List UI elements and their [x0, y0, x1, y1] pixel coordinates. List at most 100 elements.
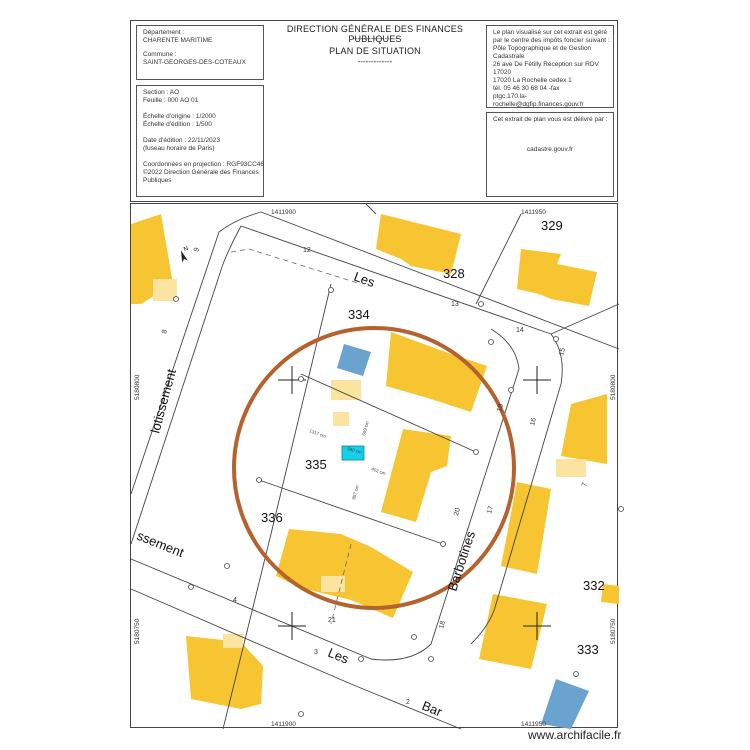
feuille-text: Feuille : 000 AO 01: [143, 97, 199, 104]
service-line-10: rochelle@dgfip.finances.gouv.fr: [493, 101, 584, 108]
north-label: N: [183, 246, 189, 253]
address-number: 15: [558, 347, 567, 356]
title-dashes-2: -------------: [357, 57, 393, 66]
building: [479, 594, 547, 669]
grid-label-right-top: 5180800: [610, 374, 617, 400]
address-number: 3: [314, 649, 318, 656]
echelle-origine-text: Échelle d'origine : 1/2000: [143, 113, 216, 120]
departement-value: CHARENTE MARITIME: [143, 37, 213, 44]
service-line-7: 17020 La Rochelle cedex 1: [493, 77, 572, 84]
departement-label: Département :: [143, 29, 185, 36]
address-number: 7: [581, 482, 589, 488]
grid-label-bottom-left: 1411900: [271, 721, 296, 728]
grid-label-top-right: 1411950: [521, 209, 546, 216]
highlighted-element: [341, 445, 365, 461]
fuseau-text: (fuseau horaire de Paris): [143, 145, 215, 152]
title-dashes-1: -----------------: [352, 34, 398, 43]
address-number: 17: [486, 505, 495, 514]
date-edition-text: Date d'édition : 22/11/2023: [143, 137, 221, 144]
building: [276, 529, 413, 618]
cadastral-map: 1411900 1411950 1411900 1411950 5180800 …: [130, 203, 624, 730]
building: [561, 394, 607, 464]
shed: [331, 380, 361, 400]
map-canvas: 1411900 1411950 1411900 1411950 5180800 …: [130, 203, 624, 730]
delivery-box: Cet extrait de plan vous est délivré par…: [486, 112, 614, 197]
measurement-label: 609 cm: [361, 420, 370, 436]
pool: [541, 679, 589, 729]
delivery-site: cadastre.gouv.fr: [526, 146, 574, 153]
location-box: Département : CHARENTE MARITIME Commune …: [136, 25, 264, 80]
grid-label-right-bottom: 5180750: [610, 618, 617, 644]
coordonnees-text: Coordonnées en projection : RGF93CC46: [143, 161, 265, 168]
delivery-line: Cet extrait de plan vous est délivré par…: [493, 116, 608, 123]
service-line-6: 17020: [493, 69, 512, 76]
address-number: 16: [529, 417, 538, 426]
parcel-label-332: 332: [583, 578, 605, 593]
shed: [321, 576, 345, 592]
address-number: 14: [516, 327, 524, 334]
parcel-label-334: 334: [348, 307, 370, 322]
service-line-1: Le plan visualisé sur cet extrait est gé…: [493, 29, 608, 36]
address-number: 9: [193, 247, 201, 253]
address-number: 21: [328, 617, 336, 624]
north-arrow-icon: N: [180, 246, 189, 263]
street-label-lotissement: lotissement: [147, 367, 179, 435]
building: [601, 584, 619, 604]
page-subtitle: PLAN DE SITUATION: [329, 46, 421, 56]
building: [517, 249, 597, 306]
shed: [333, 412, 349, 426]
building: [381, 429, 451, 522]
building: [376, 214, 461, 274]
service-line-8: tél. 05 46 30 68 04 -fax: [493, 85, 560, 92]
measurement-label: 1317 cm: [309, 428, 327, 439]
parcel-label-333: 333: [577, 642, 599, 657]
building: [186, 636, 263, 709]
service-line-3: Pôle Topographique et de Gestion: [493, 45, 592, 52]
section-text: Section : AO: [143, 89, 180, 96]
pool: [337, 344, 371, 376]
building: [386, 332, 487, 412]
commune-value: SAINT-GEORGES-DES-COTEAUX: [143, 59, 246, 66]
address-number: 20: [453, 507, 462, 516]
service-line-4: Cadastrale: [493, 53, 525, 60]
building-annex: [153, 279, 177, 301]
service-line-2: par le centre des impôts foncier suivant…: [493, 37, 610, 44]
parcel-label-329: 329: [541, 218, 563, 233]
building-annex: [223, 634, 243, 648]
grid-label-left-top: 5180800: [134, 374, 141, 400]
address-number: 8: [161, 329, 169, 335]
address-number: 2: [406, 699, 410, 706]
measurement-label: 580 cm: [347, 446, 363, 455]
copyright-text-1: ©2022 Direction Générale des Finances: [143, 169, 259, 176]
service-line-9: ptgc.170.la-: [493, 93, 527, 100]
measurement-label: 402 cm: [371, 466, 387, 476]
building-annex: [556, 459, 586, 477]
grid-label-bottom-right: 1411950: [521, 721, 546, 728]
street-label-les-top: Les: [352, 269, 377, 290]
street-label-bar: Bar: [420, 698, 445, 720]
street-label-les-bottom: Les: [326, 645, 352, 667]
header-frame: [130, 20, 618, 202]
building: [501, 482, 551, 574]
section-box: Section : AO Feuille : 000 AO 01 Échelle…: [136, 85, 264, 197]
grid-label-left-bottom: 5180750: [134, 618, 141, 644]
measurement-label: 957 cm: [351, 484, 360, 500]
page-title: DIRECTION GÉNÉRALE DES FINANCES PUBLIQUE…: [286, 24, 464, 44]
service-box: Le plan visualisé sur cet extrait est gé…: [486, 25, 614, 108]
address-number: 18: [438, 620, 447, 629]
copyright-text-2: Publiques: [143, 177, 172, 184]
echelle-edition-text: Échelle d'édition : 1/500: [143, 121, 212, 128]
parcel-label-336: 336: [261, 510, 283, 525]
location-circle: [232, 326, 516, 610]
address-number: 12: [303, 247, 311, 254]
street-label-ssement: ssement: [135, 528, 187, 560]
parcel-label-335: 335: [305, 457, 327, 472]
grid-label-top-left: 1411900: [271, 209, 296, 216]
watermark-link[interactable]: www.archifacile.fr: [528, 728, 622, 742]
address-number: 18: [496, 403, 505, 412]
parcel-label-328: 328: [443, 266, 465, 281]
address-number: 4: [233, 597, 237, 604]
commune-label: Commune :: [143, 51, 177, 58]
service-line-5: 26 ave De Fétilly Réception sur RDV: [493, 61, 599, 68]
address-number: 13: [451, 301, 459, 308]
